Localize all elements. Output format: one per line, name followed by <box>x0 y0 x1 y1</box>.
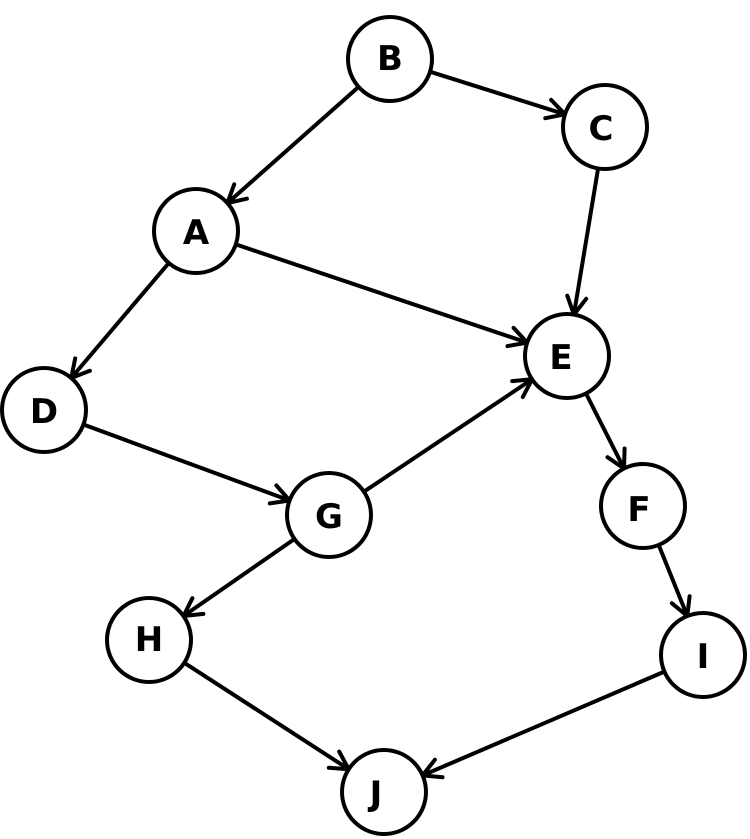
edge-E-F <box>584 391 627 471</box>
node-label: F <box>627 490 650 530</box>
node-E: E <box>523 312 611 400</box>
node-J: J <box>340 748 428 836</box>
node-F: F <box>599 462 687 550</box>
node-I: I <box>659 611 747 699</box>
node-label: E <box>549 338 572 378</box>
node-label: J <box>368 774 383 814</box>
node-C: C <box>561 83 649 171</box>
edge-C-E <box>565 166 601 317</box>
node-A: A <box>152 187 240 275</box>
edge-line <box>656 543 690 618</box>
edge-A-E <box>233 242 530 349</box>
node-label: I <box>697 637 710 677</box>
node-circle <box>105 596 193 684</box>
node-circle <box>599 462 687 550</box>
edge-line <box>428 69 567 117</box>
edge-B-A <box>225 84 361 206</box>
node-label: C <box>589 109 614 149</box>
node-circle <box>340 748 428 836</box>
node-circle <box>285 471 373 559</box>
edge-line <box>81 422 292 503</box>
node-circle <box>346 15 434 103</box>
node-D: D <box>0 366 88 454</box>
node-circle <box>152 187 240 275</box>
edge-H-J <box>182 660 351 772</box>
edge-G-E <box>361 377 535 494</box>
node-H: H <box>105 596 193 684</box>
node-B: B <box>346 15 434 103</box>
edge-D-G <box>81 422 292 506</box>
edge-line <box>181 537 297 618</box>
edge-line <box>69 261 171 380</box>
edge-line <box>233 242 530 345</box>
edge-line <box>361 377 535 494</box>
node-circle <box>0 366 88 454</box>
node-label: H <box>135 620 163 660</box>
nodes-layer: B C A E D G F H I J <box>0 15 747 836</box>
edge-G-H <box>181 537 297 618</box>
node-circle <box>659 611 747 699</box>
edge-B-C <box>428 69 567 121</box>
edges-layer <box>69 69 692 780</box>
edge-line <box>420 669 667 778</box>
edge-line <box>225 84 361 206</box>
node-label: B <box>377 39 403 79</box>
node-label: G <box>315 497 343 537</box>
node-G: G <box>285 471 373 559</box>
edge-line <box>571 166 601 317</box>
edge-A-D <box>69 261 171 380</box>
edge-F-I <box>656 543 692 618</box>
node-label: D <box>30 392 58 432</box>
edge-line <box>584 391 626 471</box>
node-label: A <box>183 213 210 253</box>
edge-I-J <box>420 669 667 780</box>
node-circle <box>561 83 649 171</box>
edge-line <box>182 660 351 772</box>
node-circle <box>523 312 611 400</box>
